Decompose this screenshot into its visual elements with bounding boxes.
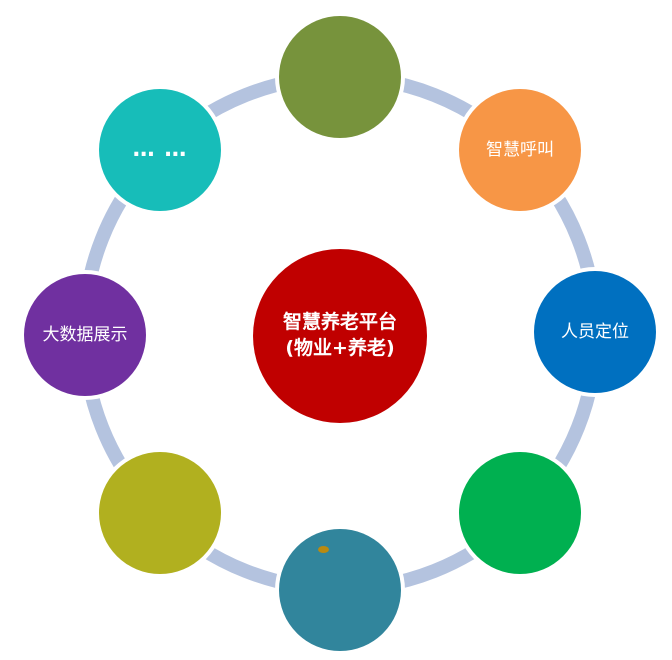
node-top[interactable] xyxy=(279,16,401,138)
node-smart-call-label: 智慧呼叫 xyxy=(486,139,554,160)
node-bottom-right[interactable] xyxy=(459,452,581,574)
node-big-data-display-label: 大数据展示 xyxy=(42,324,128,345)
node-personnel-location-label: 人员定位 xyxy=(561,321,629,342)
hub-smart-elderly-care-platform[interactable]: 智慧养老平台 (物业+养老) xyxy=(253,249,427,423)
hub-subtitle: (物业+养老) xyxy=(285,337,395,359)
node-smart-call[interactable]: 智慧呼叫 xyxy=(459,89,581,211)
stain-mark xyxy=(318,546,329,553)
hub-title: 智慧养老平台 xyxy=(282,311,397,334)
node-big-data-display[interactable]: 大数据展示 xyxy=(24,274,146,396)
node-more[interactable]: … … xyxy=(99,89,221,211)
node-more-label: … … xyxy=(132,137,188,163)
node-bottom-left[interactable] xyxy=(99,452,221,574)
node-bottom[interactable] xyxy=(279,529,401,651)
node-personnel-location[interactable]: 人员定位 xyxy=(534,271,656,393)
